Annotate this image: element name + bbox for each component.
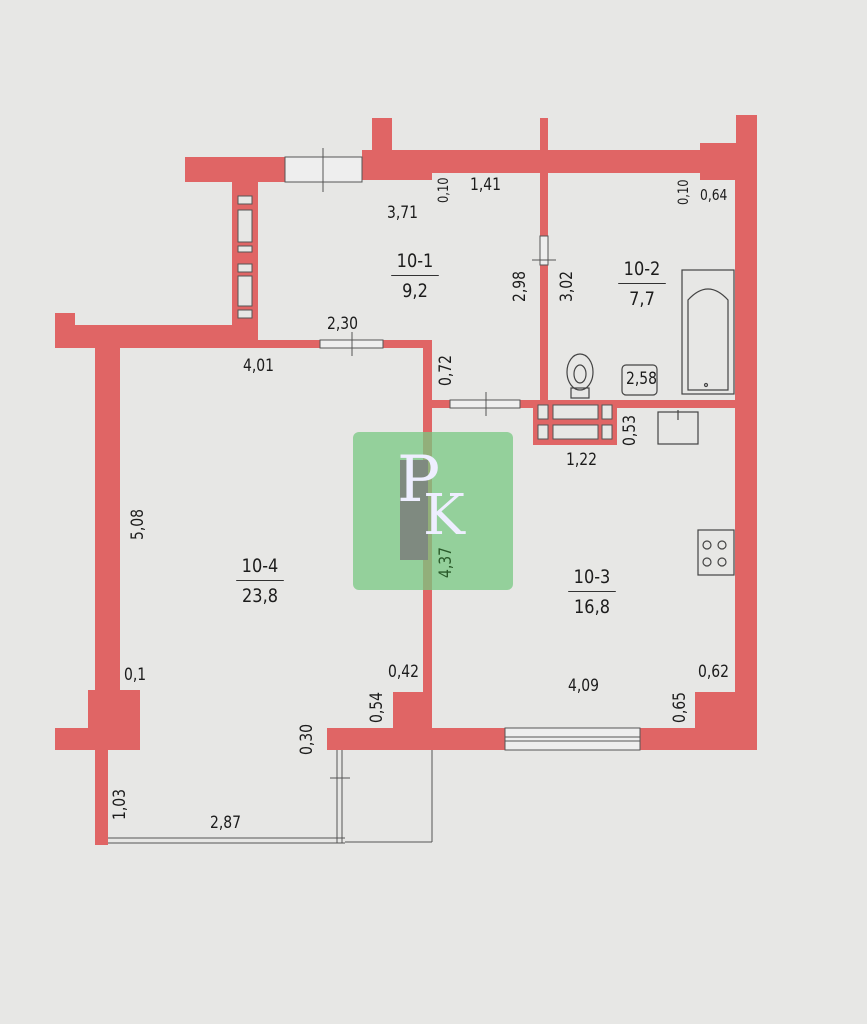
bathtub-icon xyxy=(681,269,735,395)
room-number: 10-2 xyxy=(618,258,666,284)
dim-label: 0,1 xyxy=(124,665,147,685)
room-10-4: 10-4 23,8 xyxy=(226,555,294,607)
dim-label: 3,02 xyxy=(557,270,577,302)
room-number: 10-3 xyxy=(568,566,616,592)
dim-label: 0,64 xyxy=(700,186,728,204)
room-area: 23,8 xyxy=(242,585,278,607)
washbasin-icon xyxy=(621,364,699,445)
dim-label: 0,72 xyxy=(436,354,456,386)
room-number: 10-1 xyxy=(391,250,439,276)
dim-label: 4,37 xyxy=(436,546,456,578)
dim-label: 0,62 xyxy=(698,662,730,682)
dim-label: 5,08 xyxy=(128,508,148,540)
dim-label: 0,53 xyxy=(620,414,640,446)
dim-label: 0,42 xyxy=(388,662,420,682)
room-10-3: 10-3 16,8 xyxy=(558,566,626,618)
dim-label: 1,03 xyxy=(110,788,130,820)
room-area: 7,7 xyxy=(629,288,655,310)
dim-label: 2,87 xyxy=(210,813,242,833)
dim-label: 0,54 xyxy=(367,691,387,723)
room-area: 16,8 xyxy=(574,596,610,618)
openings xyxy=(108,148,641,844)
toilet-icon xyxy=(566,353,594,399)
room-10-2: 10-2 7,7 xyxy=(608,258,676,310)
room-number: 10-4 xyxy=(236,555,284,581)
dim-label: 2,30 xyxy=(327,314,359,334)
dim-label: 4,09 xyxy=(568,676,600,696)
dim-label: 4,01 xyxy=(243,356,275,376)
stove-icon xyxy=(697,529,735,576)
dim-label: 0,65 xyxy=(670,691,690,723)
dim-label: 2,98 xyxy=(510,270,530,302)
dim-label: 3,71 xyxy=(387,203,419,223)
dim-label: 1,22 xyxy=(566,450,598,470)
room-area: 9,2 xyxy=(402,280,428,302)
dim-label: 1,41 xyxy=(470,175,502,195)
glass-blocks xyxy=(237,195,613,440)
dim-label: 2,58 xyxy=(626,369,658,389)
room-10-1: 10-1 9,2 xyxy=(381,250,449,302)
dim-label: 0,10 xyxy=(676,179,692,205)
dim-label: 0,10 xyxy=(436,177,452,203)
fixtures xyxy=(566,269,735,576)
dim-label: 0,30 xyxy=(297,723,317,755)
